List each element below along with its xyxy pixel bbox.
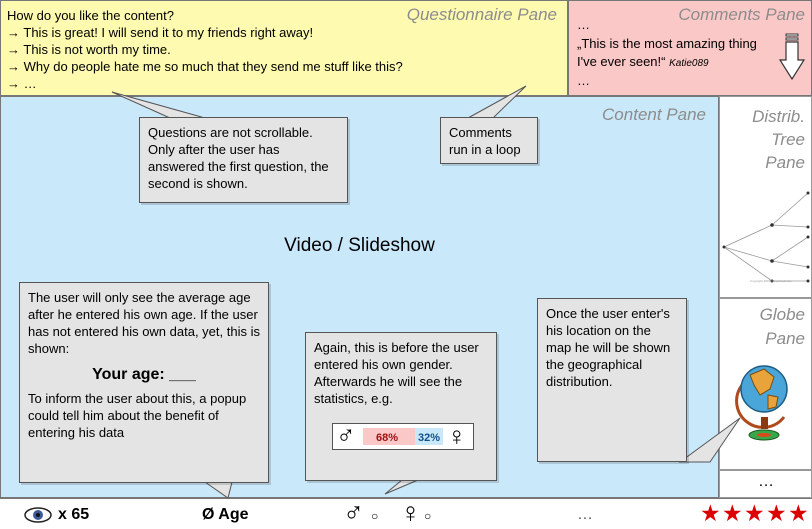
questionnaire-pane-title: Questionnaire Pane <box>406 5 557 24</box>
content-pane-title: Content Pane <box>602 105 706 124</box>
down-arrow-icon[interactable] <box>779 33 805 81</box>
male-symbol-icon: ♂ <box>343 497 364 528</box>
female-percentage: 32% <box>418 432 441 444</box>
gender-callout-text: Again, this is before the user entered h… <box>314 340 479 406</box>
star-icon[interactable]: ★ <box>766 500 787 526</box>
globe-icon[interactable] <box>734 355 798 451</box>
arrow-icon: → <box>7 59 20 74</box>
view-count: x 65 <box>58 506 90 523</box>
male-percentage: 68% <box>376 432 399 444</box>
answer-label: … <box>23 76 37 91</box>
arrow-icon: → <box>7 42 20 57</box>
comment-item: „This is the most amazing thing I've eve… <box>577 35 777 73</box>
star-icon[interactable]: ★ <box>722 500 743 526</box>
female-count-dot: ○ <box>424 509 432 523</box>
average-age-stat: Ø Age <box>202 506 249 523</box>
your-age-prompt[interactable]: Your age: ___ <box>92 366 196 383</box>
male-count-dot: ○ <box>371 509 379 523</box>
answer-option[interactable]: → … <box>7 76 37 91</box>
comments-ellipsis-top: … <box>577 17 590 32</box>
more-pane-ellipsis: … <box>758 473 774 490</box>
arrow-icon: → <box>7 76 20 91</box>
female-share-segment <box>415 428 443 445</box>
star-icon[interactable]: ★ <box>700 500 721 526</box>
tree-copyright: Copyright 2007 Scrapbook.com <box>750 279 793 283</box>
female-symbol-icon: ♀ <box>400 497 421 528</box>
answer-label: Why do people hate me so much that they … <box>23 59 403 74</box>
answer-label: This is great! I will send it to my frie… <box>23 25 314 40</box>
star-icon[interactable]: ★ <box>744 500 765 526</box>
answer-label: This is not worth my time. <box>23 42 171 57</box>
answer-option[interactable]: → This is not worth my time. <box>7 42 171 57</box>
male-share-segment <box>363 428 415 445</box>
comment-text: „This is the most amazing thing I've eve… <box>577 36 757 69</box>
male-symbol-icon: ♂ <box>336 420 356 450</box>
distribution-tree-icon <box>722 191 810 283</box>
gender-statistic-bar: ♂ 68% 32% ♀ <box>332 420 474 451</box>
answer-option[interactable]: → This is great! I will send it to my fr… <box>7 25 313 40</box>
gender-callout: Again, this is before the user entered h… <box>305 332 497 481</box>
status-bar <box>0 498 812 528</box>
comments-pane-title: Comments Pane <box>678 5 805 24</box>
questionnaire-pane: Questionnaire Pane How do you like the c… <box>0 0 568 96</box>
answer-option[interactable]: → Why do people hate me so much that the… <box>7 59 403 74</box>
globe-callout: Once the user enter's his location on th… <box>537 298 687 462</box>
globe-pane-title: Globe Pane <box>759 305 805 348</box>
comment-author: Katie089 <box>669 58 709 69</box>
star-icon[interactable]: ★ <box>788 500 809 526</box>
star-rating[interactable]: ★★★★★ <box>700 500 810 526</box>
female-symbol-icon: ♀ <box>447 421 467 451</box>
gender-ratio-bar: 68% 32% <box>363 428 443 445</box>
distribution-pane-title: Distrib. Tree Pane <box>752 107 805 172</box>
questions-callout: Questions are not scrollable. Only after… <box>139 117 348 203</box>
age-callout: The user will only see the average age a… <box>19 282 269 483</box>
eye-icon <box>24 507 52 523</box>
age-callout-intro: The user will only see the average age a… <box>28 290 260 356</box>
comments-pane: Comments Pane … „This is the most amazin… <box>568 0 812 96</box>
comments-callout: Comments run in a loop <box>440 117 538 164</box>
question-text: How do you like the content? <box>7 8 174 23</box>
arrow-icon: → <box>7 25 20 40</box>
age-callout-outro: To inform the user about this, a popup c… <box>28 391 247 440</box>
comments-ellipsis-bottom: … <box>577 73 590 88</box>
video-slideshow-label[interactable]: Video / Slideshow <box>284 235 435 256</box>
globe-pane: Globe Pane <box>719 298 812 470</box>
status-ellipsis: … <box>577 506 593 523</box>
more-pane: … <box>719 470 812 498</box>
